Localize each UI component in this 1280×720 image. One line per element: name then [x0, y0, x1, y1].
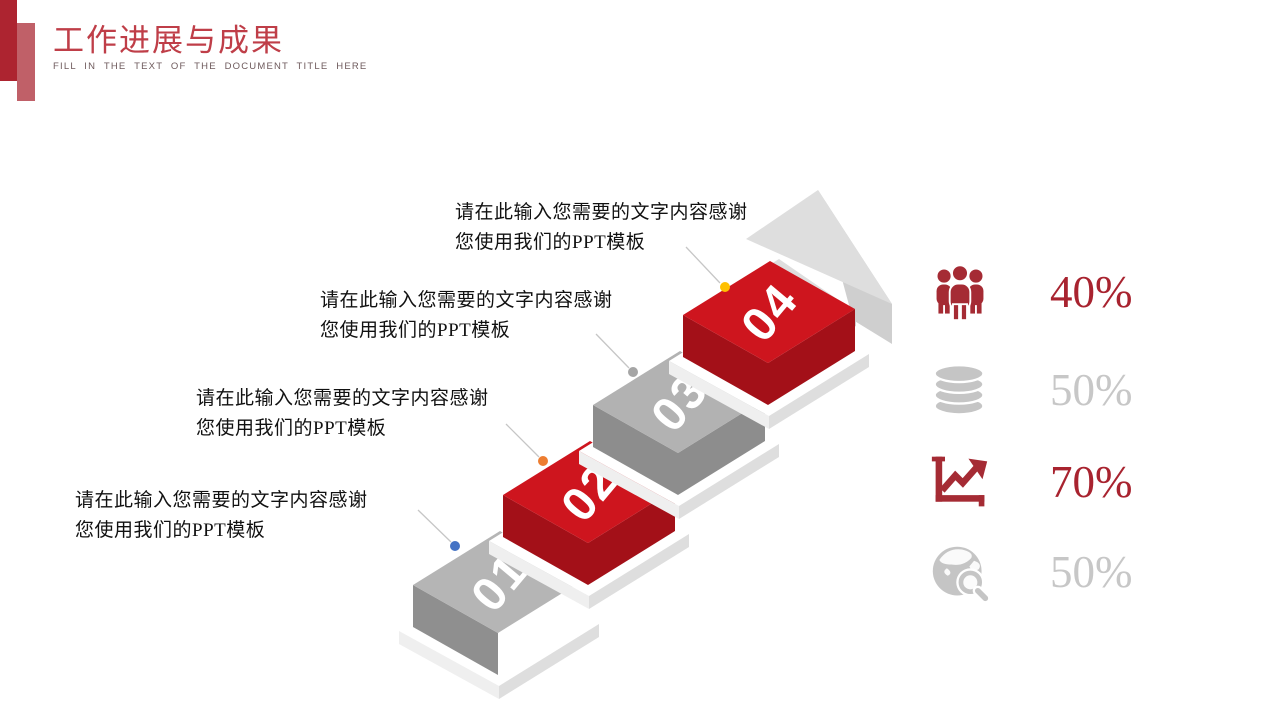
step-02-front-face	[503, 495, 588, 585]
annotation-step-03-line2: 您使用我们的PPT模板	[320, 320, 511, 341]
step-02-right-face	[588, 489, 675, 585]
globe-search-icon	[932, 546, 990, 602]
step-04-front-face	[683, 315, 768, 405]
annotation-step-02: 请在此输入您需要的文字内容感谢 您使用我们的PPT模板	[196, 384, 526, 444]
slide-subtitle: FILL IN THE TEXT OF THE DOCUMENT TITLE H…	[53, 61, 368, 72]
leader-dot-04	[720, 282, 730, 292]
stat-row-1: 40%	[930, 262, 1190, 322]
step-04-right-face	[768, 309, 855, 405]
annotation-step-03-line1: 请在此输入您需要的文字内容感谢	[320, 290, 613, 311]
slide-header: 工作进展与成果 FILL IN THE TEXT OF THE DOCUMENT…	[53, 23, 368, 73]
arrow-head	[746, 190, 892, 304]
people-group-icon	[936, 264, 984, 322]
leader-line-01	[417, 509, 452, 543]
annotation-step-01: 请在此输入您需要的文字内容感谢 您使用我们的PPT模板	[75, 486, 405, 546]
annotation-step-04: 请在此输入您需要的文字内容感谢 您使用我们的PPT模板	[455, 198, 785, 258]
annotation-step-04-line2: 您使用我们的PPT模板	[455, 232, 646, 253]
stat-row-3: 70%	[930, 452, 1190, 512]
leader-dot-02	[538, 456, 548, 466]
step-01-front-face	[413, 585, 498, 675]
leader-line-02	[505, 423, 540, 458]
stat-row-4: 50%	[930, 542, 1190, 602]
stat-value-3: 70%	[1050, 457, 1133, 507]
annotation-step-04-line1: 请在此输入您需要的文字内容感谢	[455, 202, 748, 223]
stat-row-2: 50%	[930, 360, 1190, 420]
step-03-front-face	[593, 405, 678, 495]
leader-line-03	[595, 333, 630, 369]
title-accent-bar-light	[17, 23, 35, 101]
leader-dot-01	[450, 541, 460, 551]
stat-value-4: 50%	[1050, 547, 1133, 597]
annotation-step-02-line1: 请在此输入您需要的文字内容感谢	[196, 388, 489, 409]
database-icon	[933, 363, 985, 416]
leader-line-04	[685, 246, 721, 284]
step-03-right-face	[678, 399, 765, 495]
annotation-step-01-line1: 请在此输入您需要的文字内容感谢	[75, 490, 368, 511]
step-04-top-face	[683, 261, 855, 363]
stat-value-2: 50%	[1050, 365, 1133, 415]
step-04-box: 04	[683, 261, 855, 405]
stat-value-1: 40%	[1050, 267, 1133, 317]
annotation-step-01-line2: 您使用我们的PPT模板	[75, 520, 266, 541]
line-chart-increase-icon	[931, 456, 988, 507]
title-accent-bar-dark	[0, 0, 17, 81]
leader-lines	[417, 246, 721, 543]
annotation-step-02-line2: 您使用我们的PPT模板	[196, 418, 387, 439]
annotation-step-03: 请在此输入您需要的文字内容感谢 您使用我们的PPT模板	[320, 286, 650, 346]
slide-title: 工作进展与成果	[53, 23, 284, 58]
leader-dot-03	[628, 367, 638, 377]
